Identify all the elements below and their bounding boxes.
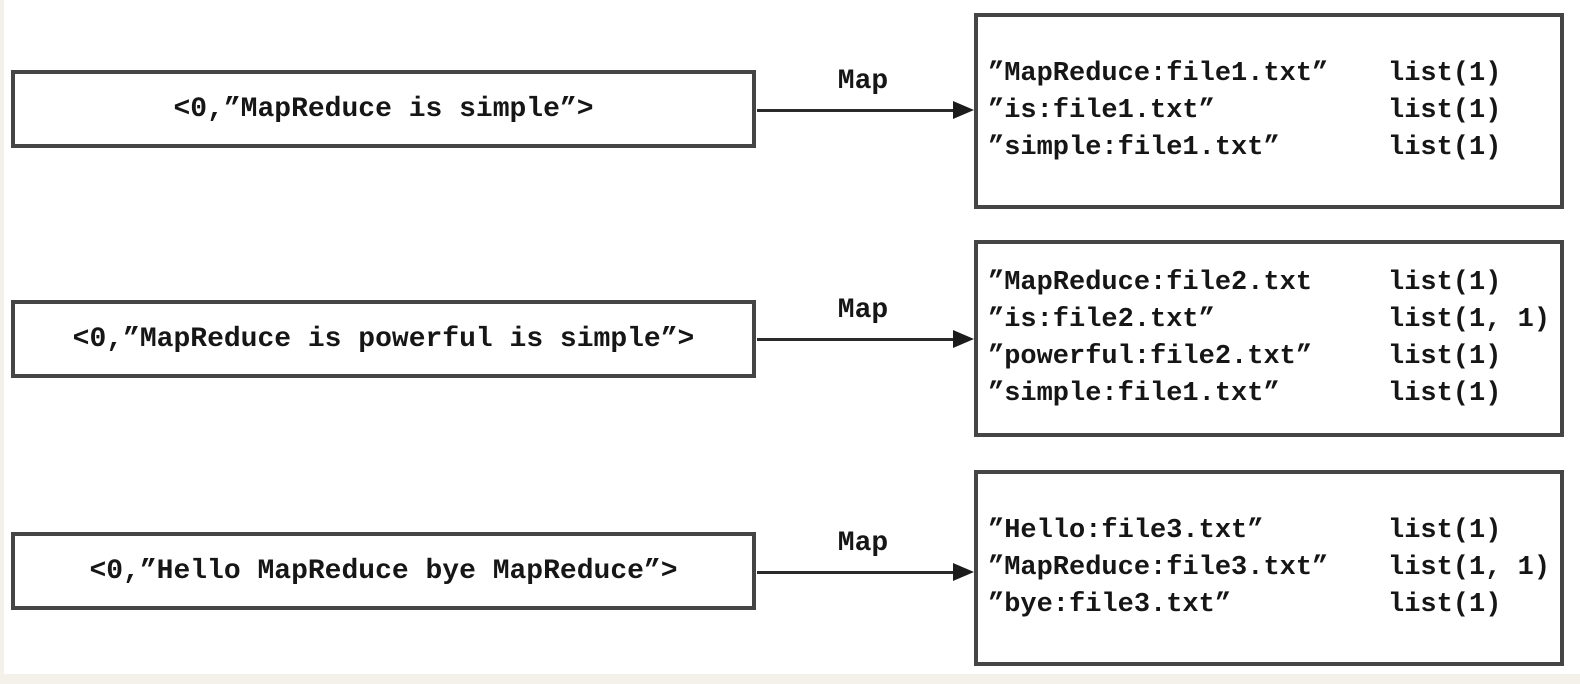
map-output-box-1: ”MapReduce:file1.txt” list(1) ”is:file1.…	[974, 13, 1564, 209]
map-step-label-1: Map	[837, 66, 889, 97]
map-output-box-3: ”Hello:file3.txt” list(1) ”MapReduce:fil…	[974, 470, 1564, 666]
output-value: list(1)	[1388, 95, 1502, 126]
arrow-right-icon	[953, 330, 974, 348]
output-key: ”simple:file1.txt”	[988, 132, 1280, 163]
output-key: ”MapReduce:file3.txt”	[988, 552, 1329, 583]
output-value: list(1, 1)	[1388, 552, 1551, 583]
output-value: list(1)	[1388, 378, 1502, 409]
input-record-text-2: <0,”MapReduce is powerful is simple”>	[72, 323, 695, 355]
map-output-box-2: ”MapReduce:file2.txt list(1) ”is:file2.t…	[974, 240, 1564, 437]
output-line: ”MapReduce:file2.txt list(1)	[988, 265, 1554, 302]
input-record-box-2: <0,”MapReduce is powerful is simple”>	[11, 300, 756, 378]
output-line: ”MapReduce:file3.txt” list(1, 1)	[988, 550, 1554, 587]
output-value: list(1)	[1388, 589, 1502, 620]
arrow-right-icon	[953, 563, 974, 581]
page-edge-strip-bottom	[0, 674, 1580, 684]
output-value: list(1)	[1388, 58, 1502, 89]
map-step-label-2: Map	[837, 295, 889, 326]
output-line: ”is:file2.txt” list(1, 1)	[988, 302, 1554, 339]
map-step-label-3: Map	[837, 528, 889, 559]
output-value: list(1)	[1388, 515, 1502, 546]
output-value: list(1)	[1388, 132, 1502, 163]
input-record-box-1: <0,”MapReduce is simple”>	[11, 70, 756, 148]
input-record-text-1: <0,”MapReduce is simple”>	[173, 93, 594, 125]
output-key: ”MapReduce:file1.txt”	[988, 58, 1329, 89]
output-line: ”MapReduce:file1.txt” list(1)	[988, 56, 1554, 93]
input-record-box-3: <0,”Hello MapReduce bye MapReduce”>	[11, 532, 756, 610]
output-line: ”bye:file3.txt” list(1)	[988, 587, 1554, 624]
output-value: list(1)	[1388, 341, 1502, 372]
output-key: ”is:file2.txt”	[988, 304, 1215, 335]
output-value: list(1)	[1388, 267, 1502, 298]
output-key: ”Hello:file3.txt”	[988, 515, 1264, 546]
output-value: list(1, 1)	[1388, 304, 1551, 335]
map-arrow-line-3	[757, 571, 957, 574]
output-line: ”is:file1.txt” list(1)	[988, 93, 1554, 130]
output-line: ”simple:file1.txt” list(1)	[988, 130, 1554, 167]
output-key: ”bye:file3.txt”	[988, 589, 1232, 620]
output-key: ”is:file1.txt”	[988, 95, 1215, 126]
output-line: ”powerful:file2.txt” list(1)	[988, 339, 1554, 376]
output-line: ”Hello:file3.txt” list(1)	[988, 513, 1554, 550]
input-record-text-3: <0,”Hello MapReduce bye MapReduce”>	[89, 555, 678, 587]
map-arrow-line-2	[757, 338, 957, 341]
page-edge-strip-left	[0, 0, 4, 684]
arrow-right-icon	[953, 101, 974, 119]
output-key: ”simple:file1.txt”	[988, 378, 1280, 409]
output-key: ”powerful:file2.txt”	[988, 341, 1313, 372]
map-arrow-line-1	[757, 109, 957, 112]
output-line: ”simple:file1.txt” list(1)	[988, 376, 1554, 413]
output-key: ”MapReduce:file2.txt	[988, 267, 1313, 298]
